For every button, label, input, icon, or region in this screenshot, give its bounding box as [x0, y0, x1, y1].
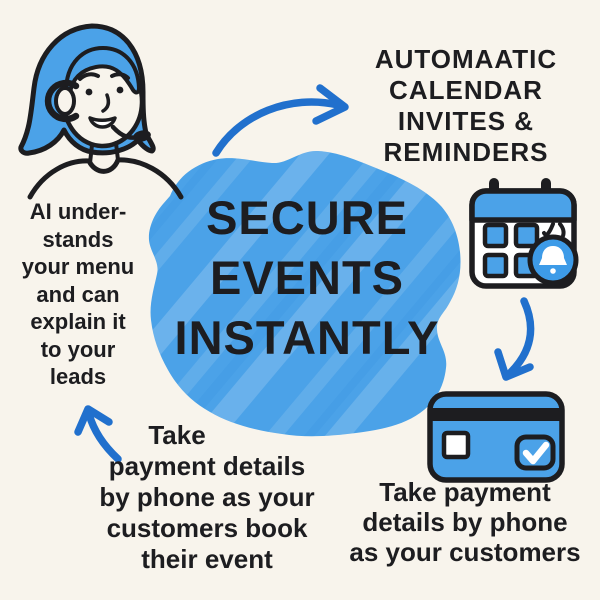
- left-eye: [85, 88, 93, 96]
- note-line: their event: [141, 544, 273, 574]
- headline-line: EVENTS: [209, 251, 405, 304]
- right-eyebrow: [110, 72, 130, 80]
- check-squiggle-2: [558, 222, 566, 238]
- curved-arrow-right-icon: [212, 84, 349, 157]
- curved-arrow-up-icon: [74, 405, 122, 463]
- bell-notification-icon: [527, 234, 579, 286]
- note-line: and can: [36, 281, 120, 307]
- headset-earpiece-icon: [44, 79, 80, 123]
- headset-mic-icon: [133, 130, 151, 142]
- note-line: explain it: [30, 309, 126, 334]
- left-eyebrow: [78, 72, 100, 81]
- nose: [101, 93, 111, 113]
- support-agent-with-headset-illustration: [18, 23, 184, 200]
- note-line: stands: [42, 226, 114, 252]
- right-eye: [116, 86, 124, 94]
- note-line: leads: [49, 364, 107, 389]
- note-line: INVITES &: [397, 106, 535, 136]
- headline-line: INSTANTLY: [174, 311, 440, 364]
- headline: SECURE EVENTS INSTANTLY: [157, 188, 457, 368]
- note-line: as your customers: [349, 537, 581, 567]
- headline-line: SECURE: [206, 191, 408, 244]
- check-squiggle: [542, 222, 555, 237]
- note-line: AUTOMAATIC: [374, 44, 558, 74]
- note-line: payment details: [108, 451, 306, 481]
- ear: [54, 86, 76, 116]
- shoulders-shirt: [27, 157, 184, 200]
- note-line: REMINDERS: [383, 137, 549, 167]
- note-line: by phone as your: [99, 482, 315, 512]
- note-automatic-calendar: AUTOMAATIC CALENDAR INVITES & REMINDERS: [326, 44, 600, 168]
- note-line: your menu: [21, 254, 135, 279]
- card-chip: [441, 430, 471, 460]
- calendar-date-grid: [482, 222, 540, 279]
- note-line: Take: [148, 420, 206, 450]
- credit-card-icon: [427, 391, 565, 483]
- curved-arrow-down-icon: [494, 297, 535, 381]
- card-magnetic-stripe: [432, 408, 560, 421]
- note-line: details by phone: [362, 507, 568, 537]
- note-line: AI under-: [29, 199, 127, 224]
- note-line: CALENDAR: [389, 75, 543, 105]
- note-take-payment-phone: Take payment details by phone as your cu…: [335, 477, 595, 567]
- checkmark-icon: [514, 434, 556, 471]
- note-line: Take payment: [379, 477, 551, 507]
- note-line: to your: [40, 336, 116, 362]
- note-line: customers book: [106, 513, 308, 543]
- smiling-mouth: [88, 116, 117, 129]
- note-take-payment-book: Take payment details by phone as your cu…: [57, 420, 357, 575]
- calendar-reminder-icon: [469, 178, 579, 289]
- note-ai-understands: AI under- stands your menu and can expla…: [0, 198, 156, 391]
